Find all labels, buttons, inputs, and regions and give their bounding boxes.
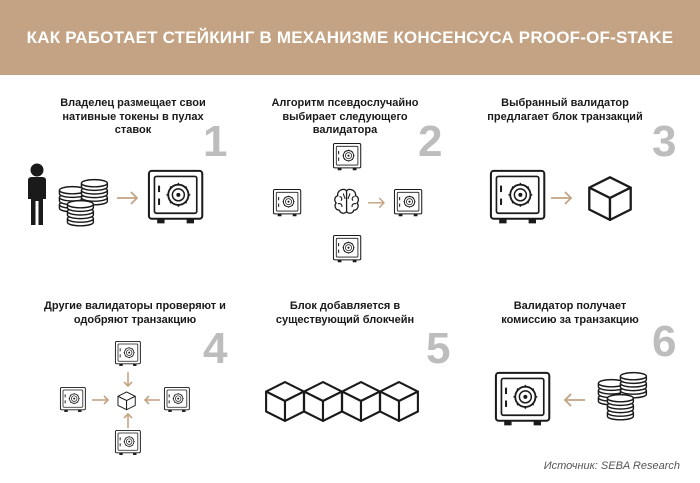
safe-icon: [114, 429, 141, 456]
block-cube-icon: [379, 381, 419, 423]
brain-icon: [334, 188, 360, 214]
step-4-number: 4: [203, 324, 228, 373]
step-5-text: Блок добавляется в существующий блокчейн: [275, 300, 415, 326]
safe-icon: [114, 340, 141, 367]
step-5-number: 5: [426, 324, 451, 373]
coin-stack-icon: [66, 199, 95, 227]
step-3-number: 3: [652, 117, 677, 166]
safe-icon: [332, 234, 362, 263]
step-2-text: Алгоритм псевдослучайно выбирает следующ…: [271, 97, 419, 136]
arrow-right-icon: [367, 197, 385, 209]
safe-icon: [489, 169, 546, 225]
arrow-right-icon: [550, 191, 572, 205]
step-4-text: Другие валидаторы проверяют и одобряют т…: [44, 300, 226, 326]
block-cube-icon: [303, 381, 343, 423]
block-cube-icon: [265, 381, 305, 423]
safe-icon: [332, 142, 362, 171]
safe-icon: [147, 169, 204, 225]
block-cube-icon: [588, 176, 632, 222]
safe-icon: [163, 386, 190, 413]
safe-icon: [272, 188, 302, 217]
arrow-right-icon: [116, 191, 138, 205]
step-1-text: Владелец размещает свои нативные токены …: [60, 97, 206, 136]
step-6-text: Валидатор получает комиссию за транзакци…: [501, 300, 639, 326]
safe-icon: [59, 386, 86, 413]
person-icon: [28, 163, 46, 225]
safe-icon: [393, 188, 423, 217]
source-note: Источник: SEBA Research: [543, 460, 680, 472]
step-2-number: 2: [418, 117, 443, 166]
coin-stack-icon: [619, 371, 648, 399]
block-cube-icon: [117, 391, 136, 411]
block-cube-icon: [341, 381, 381, 423]
page-title: КАК РАБОТАЕТ СТЕЙКИНГ В МЕХАНИЗМЕ КОНСЕН…: [26, 27, 674, 47]
step-6-number: 6: [652, 317, 677, 366]
step-3-text: Выбранный валидатор предлагает блок тран…: [487, 97, 643, 123]
arrow-left-icon: [564, 393, 586, 407]
header-banner: КАК РАБОТАЕТ СТЕЙКИНГ В МЕХАНИЗМЕ КОНСЕН…: [0, 0, 700, 75]
step-1-number: 1: [203, 117, 228, 166]
safe-icon: [494, 371, 551, 427]
coin-stack-icon: [606, 393, 635, 421]
